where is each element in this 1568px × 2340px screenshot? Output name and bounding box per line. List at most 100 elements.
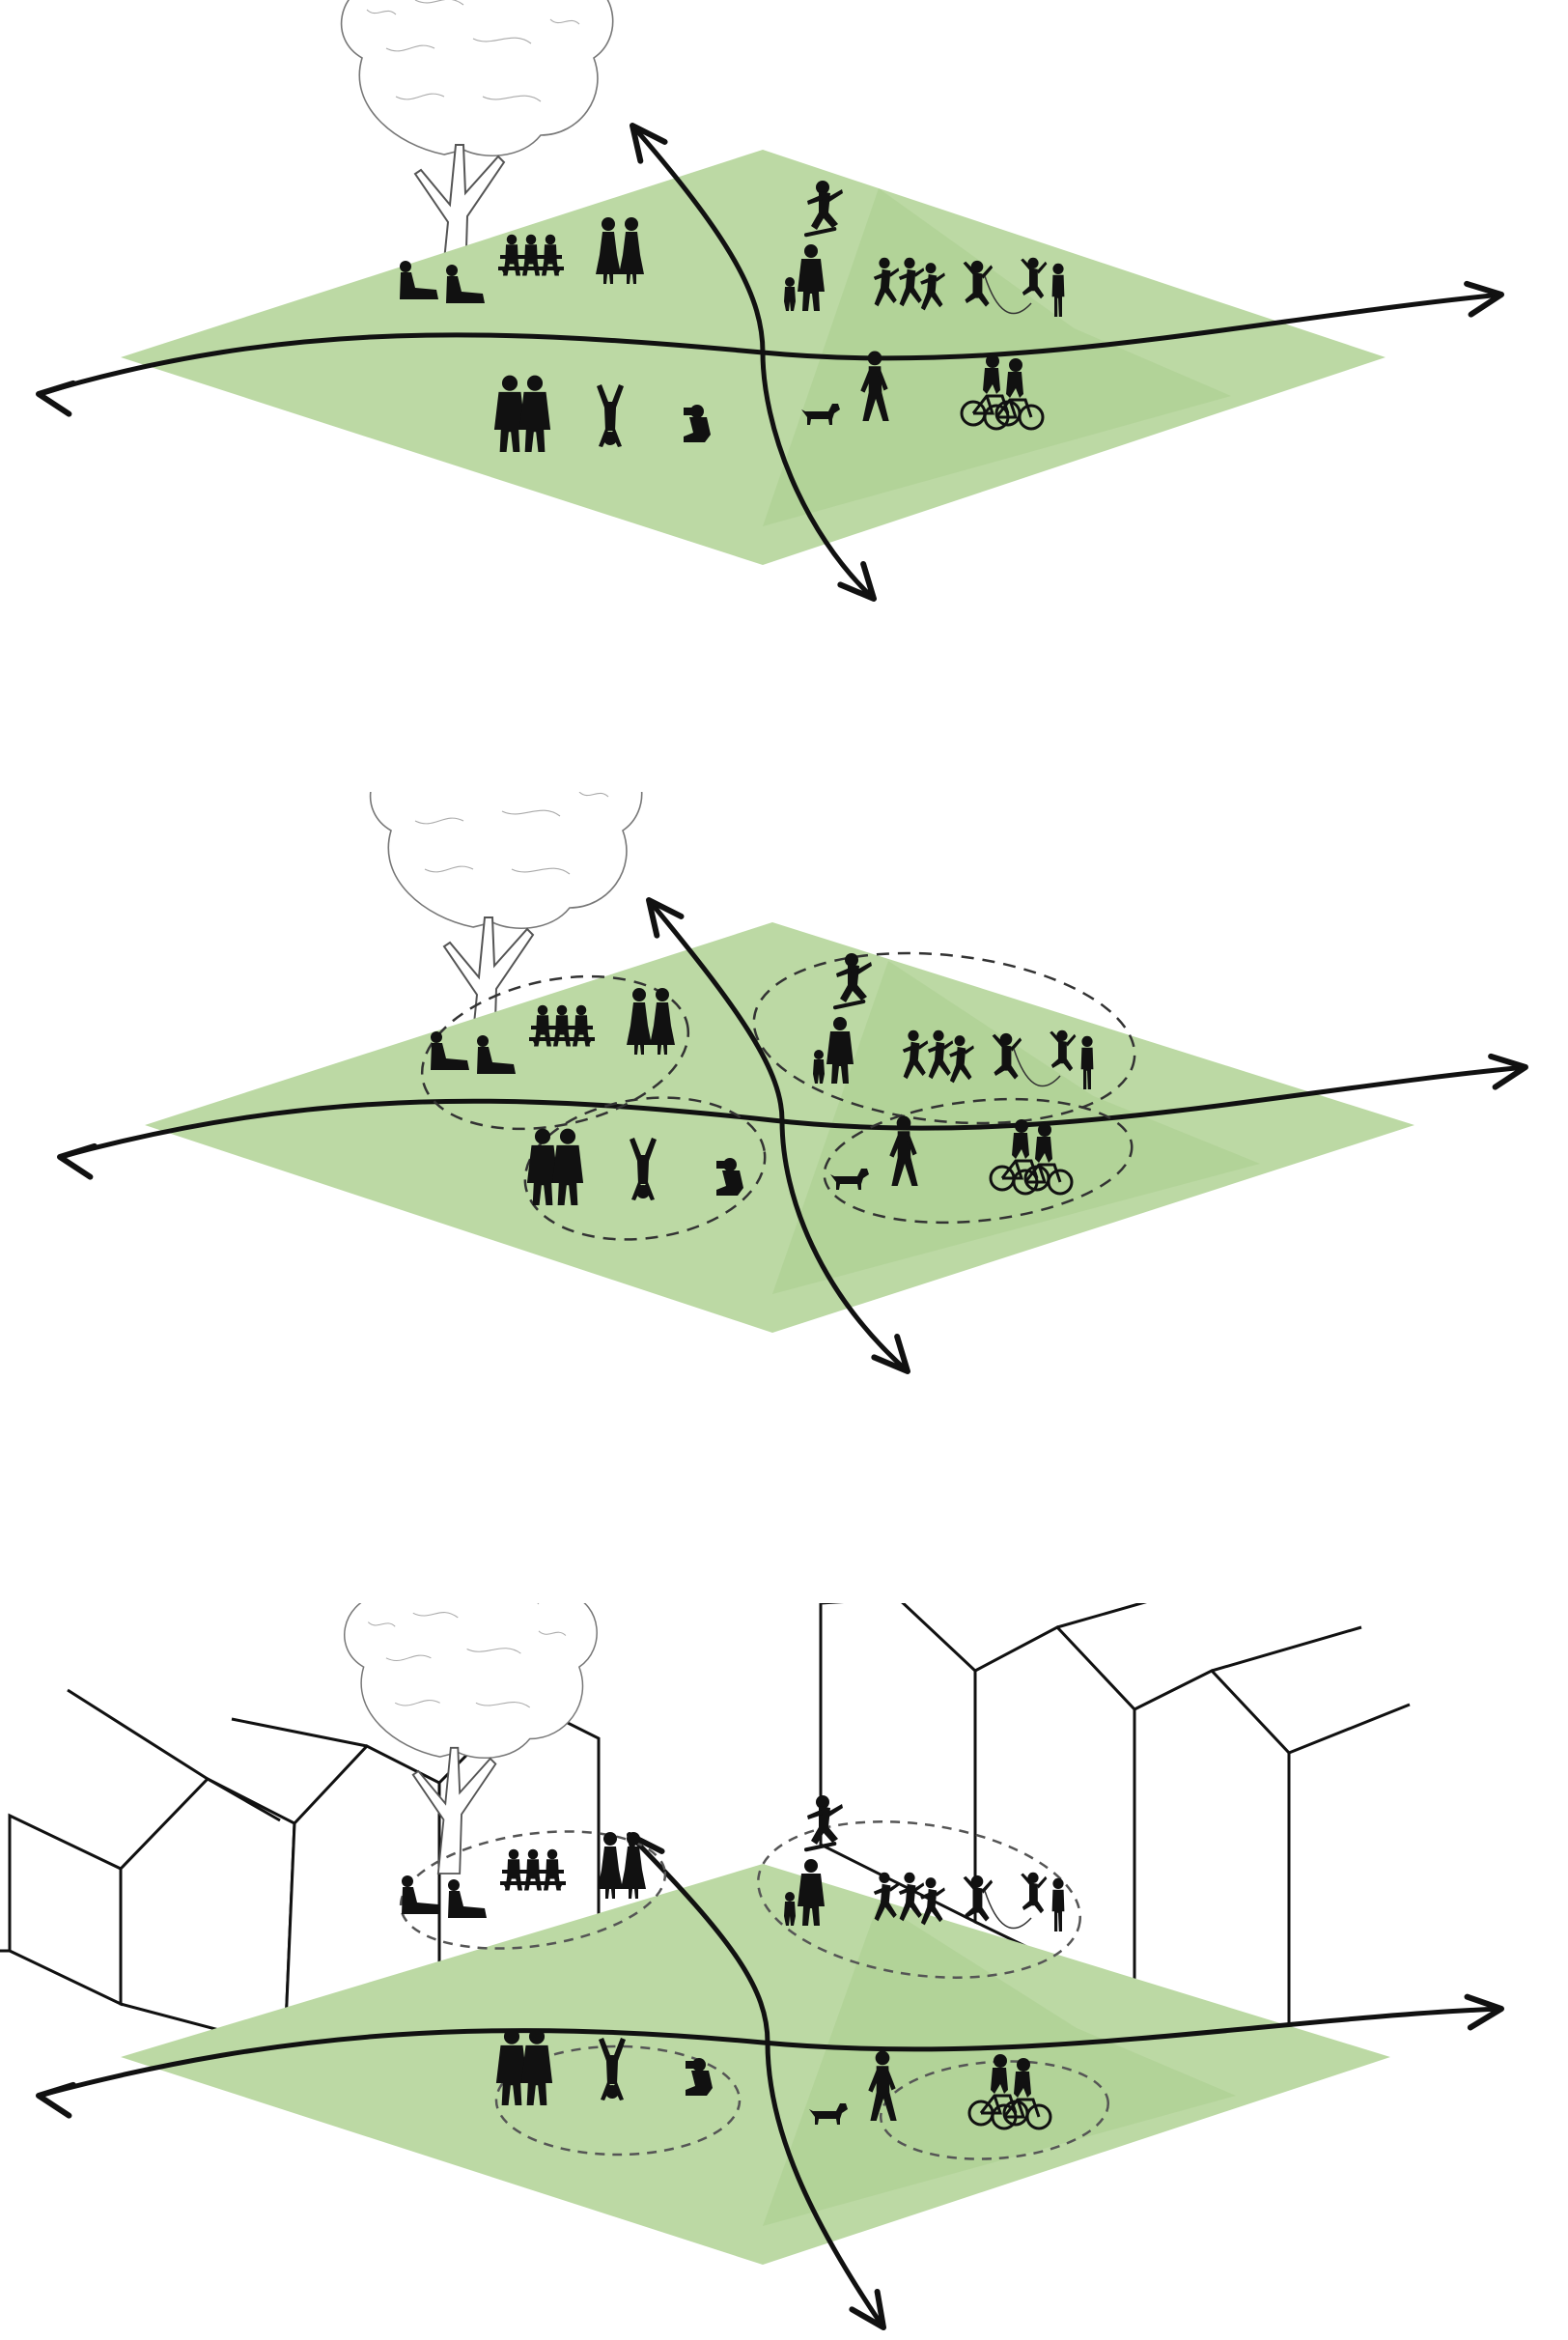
- handstand-person-icon: [597, 384, 624, 447]
- bench-sitter: [505, 1848, 522, 1891]
- walking-person-icon: [860, 351, 889, 421]
- head: [1027, 257, 1039, 268]
- arms: [889, 1135, 917, 1158]
- tree-leaf-detail: [366, 9, 397, 15]
- arms: [868, 2070, 896, 2093]
- arrowhead-shape: [36, 2081, 76, 2119]
- tree-leaf-detail: [385, 1654, 432, 1661]
- cyclist: [983, 354, 1000, 394]
- bench-icon: [498, 234, 564, 276]
- cluster-play-ne: [784, 181, 1065, 317]
- body: [431, 1043, 469, 1070]
- tree-trunk: [413, 144, 506, 281]
- head: [804, 244, 818, 258]
- arrowhead-shape: [646, 897, 685, 939]
- body: [446, 276, 485, 303]
- tree-trunk: [411, 1746, 497, 1875]
- body: [551, 1144, 584, 1205]
- body: [903, 1041, 926, 1080]
- body: [1014, 2072, 1031, 2098]
- head: [875, 2050, 890, 2066]
- arrowhead-shape: [57, 1142, 98, 1180]
- head: [816, 181, 829, 194]
- body: [1022, 268, 1045, 299]
- tree-canopy: [344, 1603, 598, 1759]
- bicycle-icon: [991, 2058, 1052, 2130]
- arms: [920, 272, 945, 285]
- body: [1051, 1889, 1065, 1931]
- body: [627, 1002, 652, 1055]
- arms: [807, 189, 843, 205]
- head: [575, 1004, 587, 1016]
- cyclist: [991, 2054, 1008, 2094]
- body: [928, 1041, 951, 1080]
- person-silhouette-icon: [1051, 1877, 1065, 1931]
- body: [798, 259, 825, 311]
- head: [508, 1848, 519, 1860]
- sitting-person-icon: [402, 1875, 440, 1914]
- tree-leaf-detail: [385, 44, 435, 52]
- cluster-play-ne: [813, 953, 1094, 1089]
- wheel: [1025, 2103, 1052, 2130]
- running-child-icon: [873, 1872, 900, 1922]
- lawn: [145, 922, 1414, 1333]
- body: [477, 1047, 516, 1074]
- house-icon: [119, 1777, 296, 2049]
- skateboard: [803, 227, 837, 238]
- skipping-rope: [984, 275, 1032, 315]
- child-silhouette-icon: [813, 1050, 825, 1084]
- arrow-east-icon: [1464, 1993, 1504, 2031]
- skateboarder-icon: [832, 953, 872, 1010]
- activity-cluster-outline: [523, 1096, 767, 1241]
- activity-cluster-outline: [823, 1097, 1134, 1225]
- path-east-west: [36, 2006, 1504, 2099]
- head: [814, 1050, 824, 1059]
- body: [798, 1874, 825, 1926]
- cluster-rest-nw: [402, 1832, 646, 1918]
- bench-sitter: [573, 1004, 590, 1047]
- arrow-west-icon: [57, 1142, 98, 1180]
- arms: [898, 1882, 925, 1895]
- arms: [631, 1182, 655, 1200]
- path-north-south: [627, 1832, 886, 2330]
- body: [522, 244, 540, 276]
- frame: [1002, 2098, 1041, 2119]
- skipping-child-icon: [963, 260, 994, 307]
- bench-sitter: [544, 1848, 561, 1891]
- head: [627, 1832, 640, 1846]
- panel-clusters-with-houses: [0, 1603, 1568, 2340]
- head: [1038, 1123, 1051, 1137]
- panel-2-svg: [57, 792, 1528, 1374]
- body: [920, 273, 943, 311]
- body: [402, 1887, 440, 1914]
- running-child-icon: [902, 1029, 929, 1080]
- body: [544, 1859, 561, 1891]
- arrowhead-shape: [871, 1334, 910, 1374]
- head: [785, 1892, 795, 1902]
- head: [625, 217, 638, 231]
- path-north-south: [630, 123, 877, 602]
- head: [904, 1872, 915, 1883]
- body: [597, 384, 624, 431]
- bench-sitter: [553, 1004, 571, 1047]
- house-icon: [8, 1813, 123, 2007]
- arrowhead-shape: [1464, 280, 1504, 318]
- head: [833, 1017, 847, 1030]
- head: [506, 234, 518, 245]
- arms: [927, 1040, 954, 1053]
- body: [811, 1806, 838, 1845]
- head: [933, 1029, 944, 1041]
- body: [553, 1015, 571, 1047]
- body: [400, 272, 438, 299]
- bicycle-icon: [1012, 1123, 1074, 1196]
- tree-icon: [344, 1603, 598, 1875]
- body: [991, 2068, 1008, 2094]
- body: [505, 1859, 522, 1891]
- body: [524, 1859, 542, 1891]
- person-silhouette-icon: [518, 375, 551, 452]
- jumping-child-icon: [1050, 1029, 1077, 1072]
- person-silhouette-icon: [798, 244, 825, 311]
- body: [1035, 1137, 1052, 1163]
- head: [528, 2028, 546, 2044]
- dog-shape: [801, 404, 840, 425]
